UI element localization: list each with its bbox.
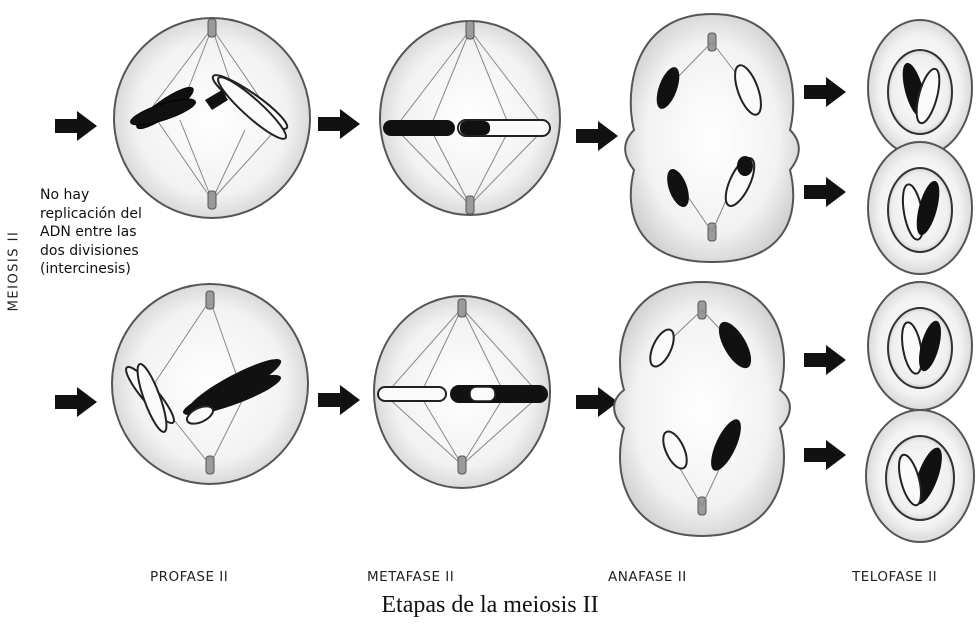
figure-caption: Etapas de la meiosis II <box>0 592 980 619</box>
arrow-icon <box>804 177 846 207</box>
cell-telofase-1 <box>868 20 972 156</box>
side-label-text: MEIOSIS II <box>7 231 22 312</box>
note-line: ADN entre las <box>40 223 180 242</box>
meiosis-ii-side-label: MEIOSIS II <box>2 226 26 316</box>
arrow-icon <box>55 111 97 141</box>
cell-telofase-4 <box>866 410 974 542</box>
cell-anafase-bottom <box>614 282 790 536</box>
cell-anafase-top <box>625 14 799 262</box>
arrow-icon <box>55 387 97 417</box>
intercinesis-note: No hay replicación del ADN entre las dos… <box>40 186 180 279</box>
cell-metafase-bottom <box>374 296 550 488</box>
arrow-icon <box>804 77 846 107</box>
cell-telofase-3 <box>868 282 972 410</box>
note-line: dos divisiones <box>40 242 180 261</box>
arrow-icon <box>318 109 360 139</box>
cell-metafase-top <box>380 21 560 215</box>
arrow-icon <box>576 387 618 417</box>
cell-telofase-2 <box>868 142 972 274</box>
arrow-icon <box>804 345 846 375</box>
note-line: (intercinesis) <box>40 260 180 279</box>
arrow-icon <box>318 385 360 415</box>
arrow-icon <box>576 121 618 151</box>
stage-label-profase: PROFASE II <box>150 569 228 585</box>
stage-label-anafase: ANAFASE II <box>608 569 687 585</box>
arrow-icon <box>804 440 846 470</box>
stage-label-metafase: METAFASE II <box>367 569 454 585</box>
cell-profase-bottom <box>112 284 308 484</box>
stage-label-telofase: TELOFASE II <box>852 569 937 585</box>
note-line: replicación del <box>40 205 180 224</box>
note-line: No hay <box>40 186 180 205</box>
